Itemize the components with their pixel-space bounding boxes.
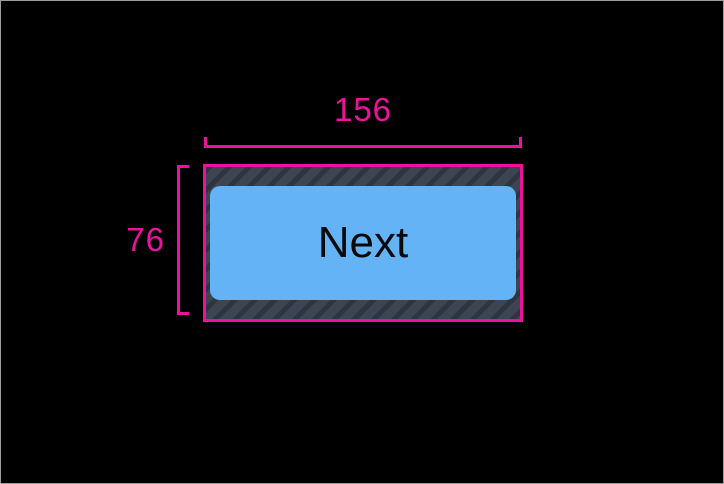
next-button[interactable]: Next	[210, 186, 516, 300]
width-measurement-bracket	[204, 137, 522, 148]
height-dimension-label: 76	[126, 221, 165, 258]
touch-target-bounds: Next	[203, 164, 523, 322]
next-button-label: Next	[317, 218, 409, 267]
width-dimension-label: 156	[333, 91, 393, 128]
height-measurement-bracket	[177, 165, 189, 315]
